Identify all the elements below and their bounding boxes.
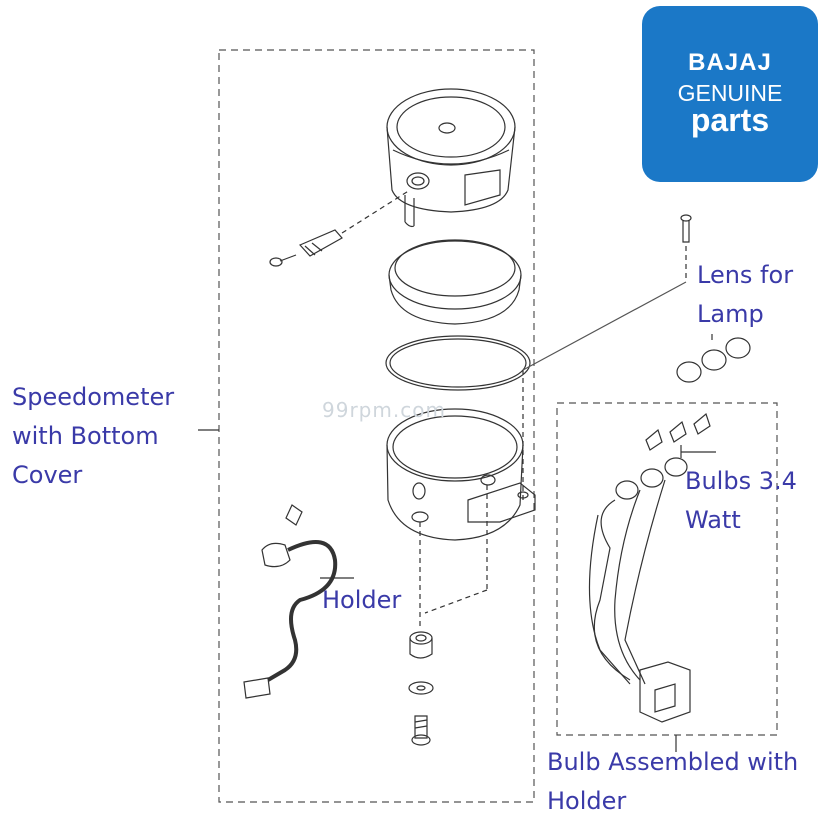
label-bulbs: Bulbs 3.4 Watt bbox=[685, 462, 797, 540]
label-speedometer-line2: with Bottom bbox=[12, 422, 159, 450]
watermark: 99rpm.com bbox=[322, 398, 446, 422]
label-lens-line2: Lamp bbox=[697, 300, 764, 328]
nut-washer-bolt bbox=[408, 631, 434, 746]
label-speedometer-line3: Cover bbox=[12, 461, 83, 489]
bottom-cover bbox=[386, 408, 536, 541]
label-bulbs-line2: Watt bbox=[685, 506, 741, 534]
holder-cable bbox=[243, 504, 354, 699]
label-bulb-assembly: Bulb Assembled with Holder bbox=[547, 743, 798, 821]
bezel-ring bbox=[388, 239, 522, 325]
bajaj-genuine-parts-logo: BAJAJ GENUINE parts bbox=[642, 6, 818, 182]
lens-caps bbox=[676, 334, 751, 383]
label-lens-line1: Lens for bbox=[697, 261, 794, 289]
label-bulbs-line1: Bulbs 3.4 bbox=[685, 467, 797, 495]
logo-parts: parts bbox=[690, 102, 770, 138]
gasket-ring bbox=[385, 335, 531, 391]
small-bolt bbox=[680, 214, 692, 282]
label-speedometer: Speedometer with Bottom Cover bbox=[12, 378, 174, 495]
bulb-assembly bbox=[588, 457, 691, 752]
speedometer-group-box bbox=[218, 49, 535, 803]
label-holder: Holder bbox=[322, 586, 402, 614]
speedometer-housing bbox=[386, 88, 516, 228]
screw-and-bushing bbox=[269, 189, 411, 267]
bulb-assembly-group-box bbox=[556, 402, 778, 736]
logo-brand: BAJAJ bbox=[688, 49, 772, 76]
label-lens: Lens for Lamp bbox=[697, 256, 793, 334]
bulbs bbox=[645, 412, 716, 458]
label-bulb-assembly-line1: Bulb Assembled with bbox=[547, 748, 799, 776]
label-bulb-assembly-line2: Holder bbox=[547, 787, 627, 815]
label-speedometer-line1: Speedometer bbox=[12, 383, 175, 411]
logo-genuine: GENUINE bbox=[677, 80, 783, 106]
